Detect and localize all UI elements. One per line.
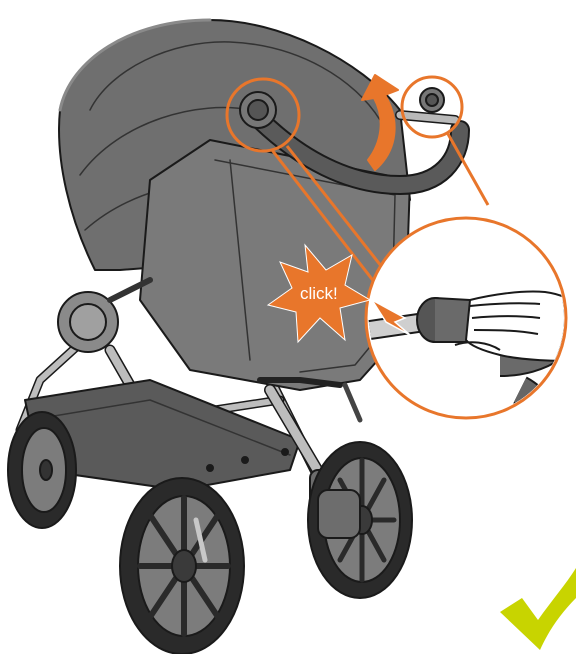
magnified-detail [366, 218, 576, 440]
checkmark-icon [500, 568, 576, 650]
click-label: click! [300, 284, 338, 303]
